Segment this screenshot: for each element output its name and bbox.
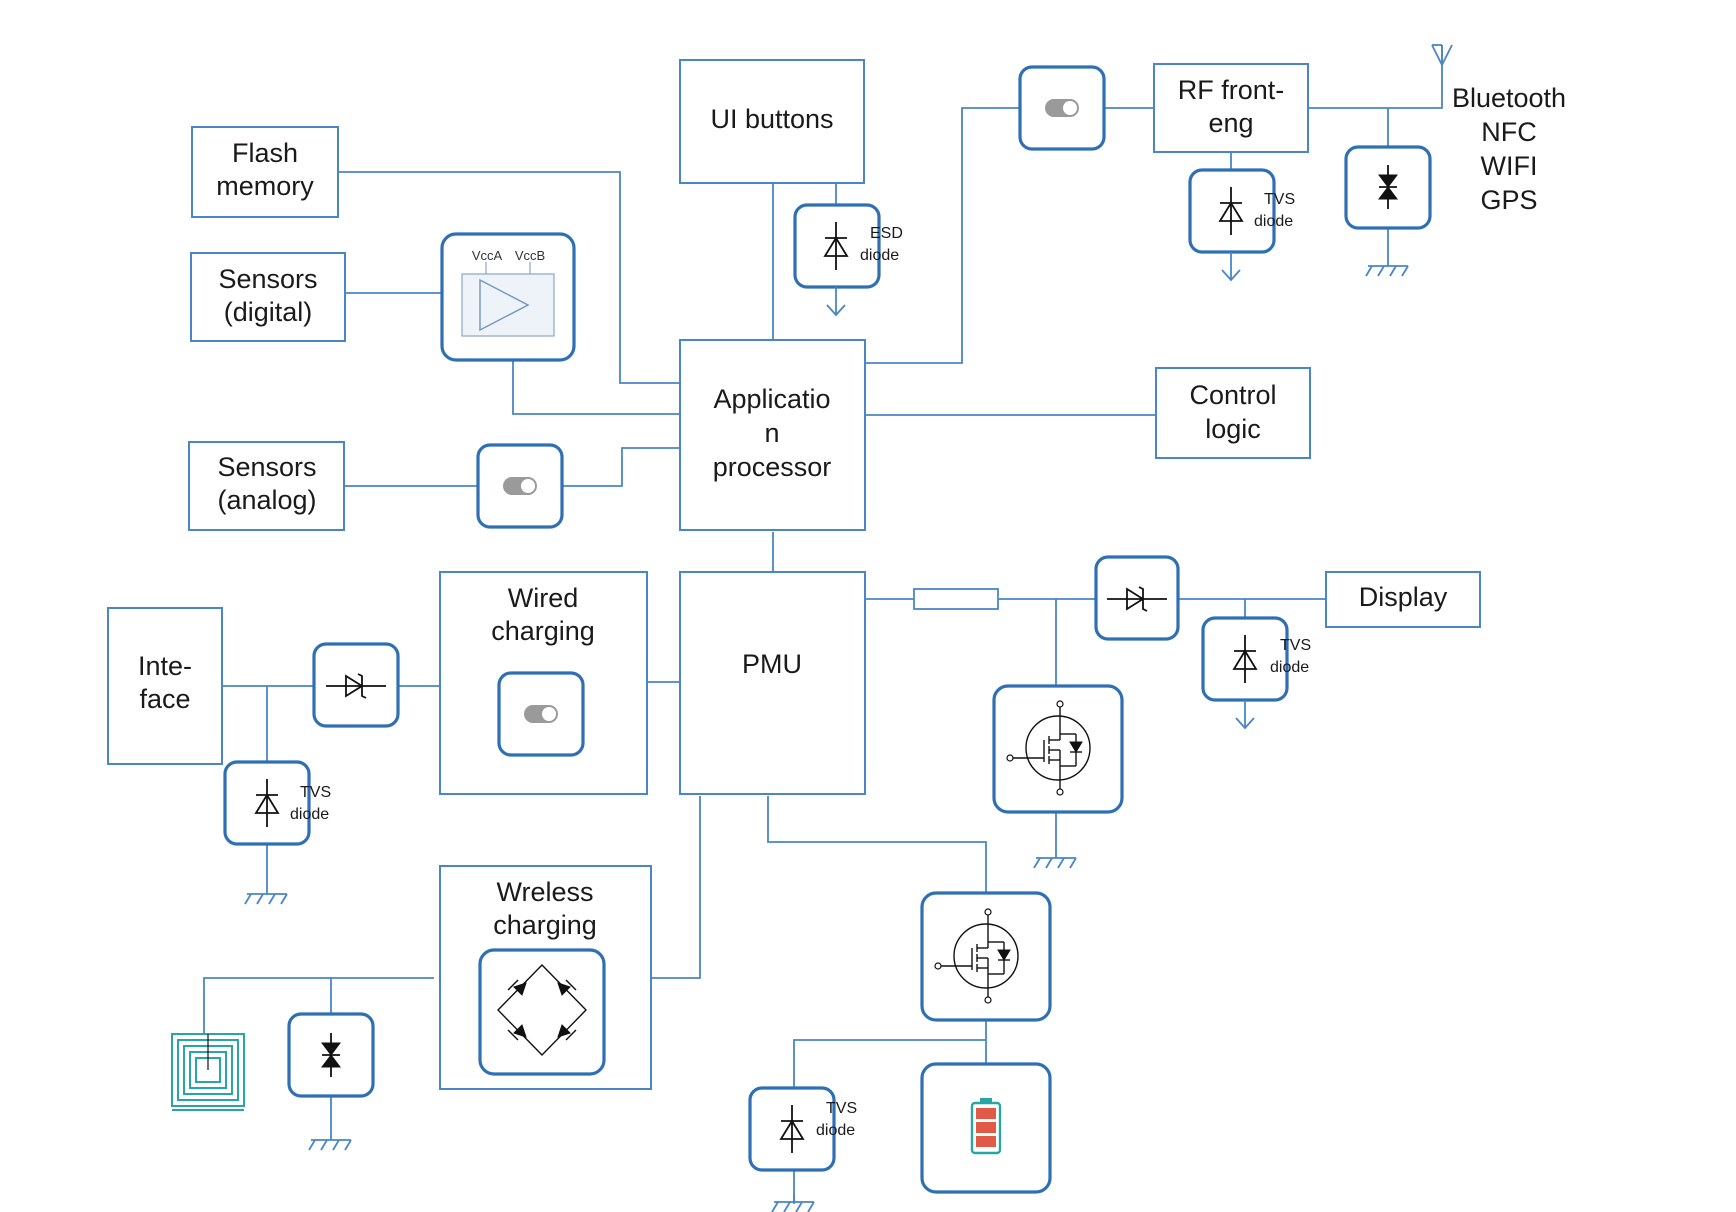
gps-label: GPS <box>1480 185 1537 215</box>
display-tvs-label-2: diode <box>1270 659 1309 676</box>
rf-front-end-block: RF front- eng <box>1153 63 1309 153</box>
display-tvs-diode-icon: TVS diode <box>1201 616 1311 702</box>
sensors-digital-label-1: Sensors <box>218 264 317 294</box>
sensors-digital-label-2: (digital) <box>224 297 313 327</box>
interface-tvs-diode-icon: TVS diode <box>223 760 331 846</box>
interface-ground-icon <box>244 885 288 905</box>
wireless-coil-icon <box>171 1033 245 1111</box>
wireless-protocols-label: Bluetooth NFC WIFI GPS <box>1452 83 1566 215</box>
display-tvs-label-1: TVS <box>1280 637 1311 654</box>
rf-tvs-arrow-icon <box>1221 251 1241 281</box>
interface-label-1: Inte- <box>138 651 192 681</box>
flash-label-2: memory <box>216 171 314 201</box>
esd-label-2: diode <box>860 247 899 264</box>
vcca-label: VccA <box>472 248 503 263</box>
rf-front-label-2: eng <box>1208 108 1253 138</box>
coil-ground-icon <box>308 1131 352 1151</box>
display-ground-icon <box>1033 849 1077 869</box>
app-processor-label-1: Applicatio <box>713 384 830 414</box>
ui-buttons-label: UI buttons <box>710 104 833 134</box>
display-tvs-arrow-icon <box>1235 699 1255 729</box>
wired-charging-label-1: Wired <box>508 583 579 613</box>
resistor-icon <box>913 588 999 610</box>
rf-tvs-label-2: diode <box>1254 213 1293 230</box>
rf-tvs-diode-icon: TVS diode <box>1188 168 1295 254</box>
app-processor-label-2: n <box>764 418 779 448</box>
battery-tvs-diode-icon: TVS diode <box>748 1086 857 1172</box>
display-mosfet-icon <box>992 684 1124 814</box>
battery-mosfet-icon <box>920 891 1052 1022</box>
esd-arrow-icon <box>826 286 846 316</box>
sensors-analog-block: Sensors (analog) <box>188 441 345 531</box>
antenna-icon <box>1431 44 1453 66</box>
sensors-analog-label-2: (analog) <box>217 485 316 515</box>
display-block: Display <box>1325 571 1481 628</box>
ui-buttons-block: UI buttons <box>679 59 865 184</box>
application-processor-block: Applicatio n processor <box>679 339 866 531</box>
battery-icon <box>920 1062 1052 1194</box>
app-processor-label-3: processor <box>713 452 832 482</box>
esd-diode-icon: ESD diode <box>793 203 903 289</box>
wires <box>203 55 1443 1204</box>
bridge-rectifier-icon <box>478 948 606 1076</box>
battery-tvs-label-2: diode <box>816 1122 855 1139</box>
wireless-charging-label-1: Wreless <box>496 877 593 907</box>
analog-switch-icon[interactable] <box>476 443 564 529</box>
pmu-block: PMU <box>679 571 866 795</box>
wired-charging-label-2: charging <box>491 616 595 646</box>
nfc-label: NFC <box>1481 117 1537 147</box>
control-logic-block: Control logic <box>1155 367 1311 459</box>
interface-tvs-label-2: diode <box>290 806 329 823</box>
rf-tvs-label-1: TVS <box>1264 191 1295 208</box>
display-zener-icon <box>1094 555 1180 641</box>
interface-zener-icon <box>312 642 400 728</box>
interface-label-2: face <box>139 684 190 714</box>
interface-block: Inte- face <box>107 607 223 765</box>
antenna-tvs-icon <box>1344 145 1432 230</box>
battery-tvs-label-1: TVS <box>826 1100 857 1117</box>
flash-memory-block: Flash memory <box>191 126 339 218</box>
control-logic-label-2: logic <box>1205 414 1261 444</box>
vccb-label: VccB <box>515 248 545 263</box>
wired-charging-switch-icon[interactable] <box>497 671 585 757</box>
control-logic-label-1: Control <box>1189 380 1276 410</box>
level-shifter-icon: VccA VccB <box>440 232 576 362</box>
interface-tvs-label-1: TVS <box>300 784 331 801</box>
wireless-charging-label-2: charging <box>493 910 597 940</box>
sensors-digital-block: Sensors (digital) <box>190 252 346 342</box>
sensors-analog-label-1: Sensors <box>217 452 316 482</box>
antenna-ground-icon <box>1365 257 1409 277</box>
esd-label-1: ESD <box>870 225 903 242</box>
rf-front-label-1: RF front- <box>1178 75 1285 105</box>
pmu-label: PMU <box>742 649 802 679</box>
flash-label-1: Flash <box>232 138 298 168</box>
wifi-label: WIFI <box>1481 151 1538 181</box>
battery-ground-icon <box>771 1193 815 1212</box>
display-label: Display <box>1359 582 1448 612</box>
bluetooth-label: Bluetooth <box>1452 83 1566 113</box>
coil-tvs-icon <box>287 1012 375 1098</box>
rf-switch-icon[interactable] <box>1018 65 1106 151</box>
